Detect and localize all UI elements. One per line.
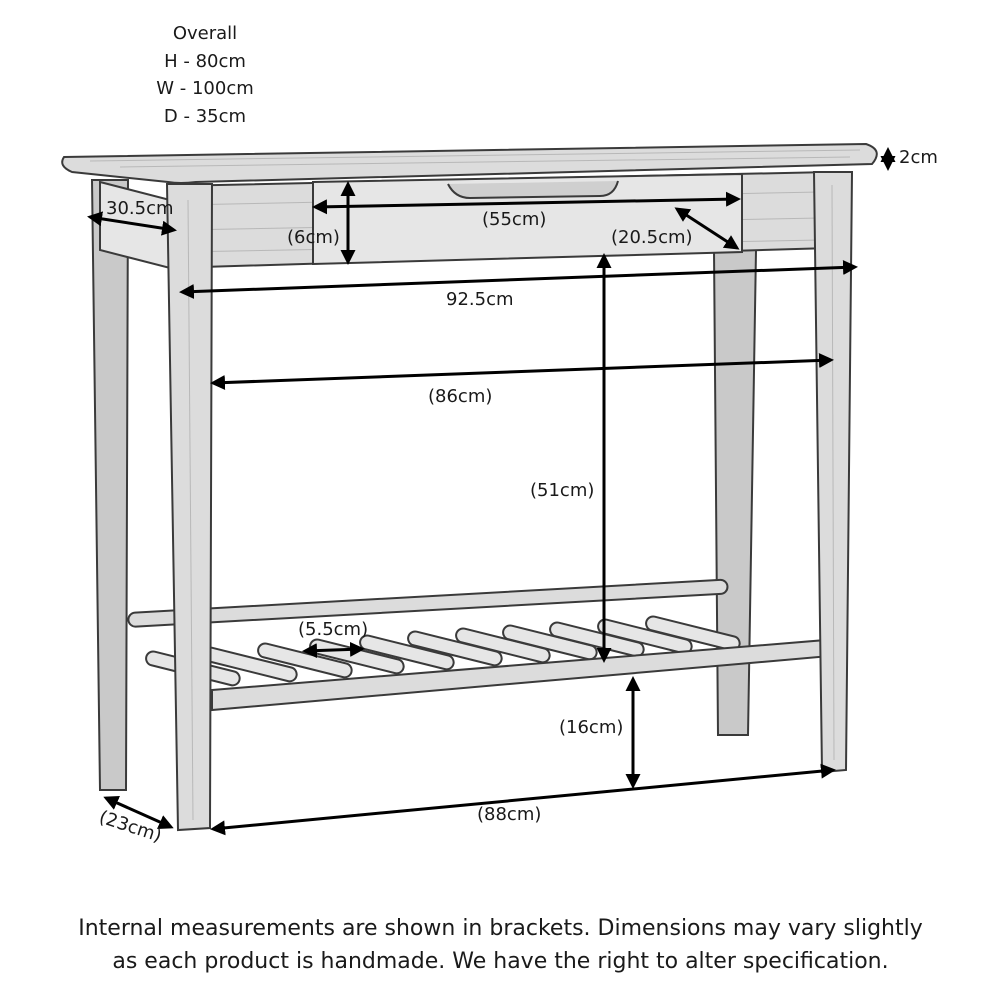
- overall-heading: Overall: [172, 23, 238, 44]
- slat-width-label: (5.5cm): [298, 619, 368, 640]
- drawer-height-label: (6cm): [287, 227, 340, 248]
- upper-clearance-label: (51cm): [530, 480, 594, 501]
- top-depth-label: 30.5cm: [106, 198, 174, 219]
- drawer-depth-label: (20.5cm): [611, 227, 693, 248]
- frame-width-arrow: [179, 259, 858, 300]
- shelf-height-label: (16cm): [559, 717, 623, 738]
- drawer-depth-arrow: [674, 207, 740, 250]
- overall-depth: D - 35cm: [163, 105, 247, 127]
- footer-line-1: Internal measurements are shown in brack…: [78, 916, 923, 941]
- overall-height: H - 80cm: [164, 50, 246, 72]
- inner-width-arrow: [210, 352, 834, 391]
- front-left-leg: [165, 183, 214, 832]
- base-depth-arrow: [103, 796, 174, 829]
- frame-width-label: 92.5cm: [446, 289, 514, 310]
- footer-line-2: as each product is handmade. We have the…: [112, 949, 889, 974]
- top-thickness-label: 2cm: [899, 147, 938, 168]
- front-right-leg: [812, 171, 854, 774]
- base-depth-label: (23cm): [96, 807, 164, 847]
- drawer-width-arrow: [312, 191, 741, 215]
- table-top: [61, 142, 878, 184]
- shelf-slats: [145, 615, 741, 687]
- footer-note: Internal measurements are shown in brack…: [20, 912, 981, 978]
- inner-width-label: (86cm): [428, 386, 492, 407]
- drawer-width-label: (55cm): [482, 209, 546, 230]
- shelf-back-rail: [127, 578, 729, 628]
- top-depth-arrow: [87, 211, 177, 236]
- base-width-label: (88cm): [477, 804, 541, 825]
- overall-dimensions: Overall H - 80cm W - 100cm D - 35cm: [120, 20, 290, 130]
- slat-width-arrow: [302, 641, 365, 659]
- base-width-arrow: [210, 763, 836, 836]
- back-left-leg: [90, 179, 130, 791]
- overall-width: W - 100cm: [156, 78, 254, 99]
